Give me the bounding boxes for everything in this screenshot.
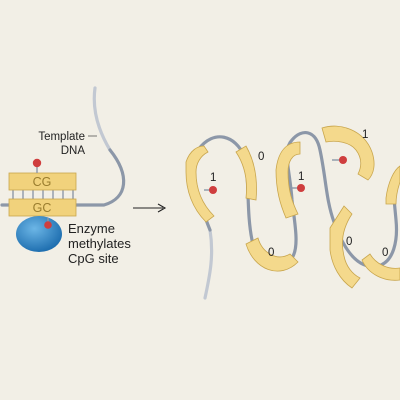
template-strand-fade — [92, 86, 112, 152]
template-label-line1: Template — [38, 131, 85, 143]
cg-label: CG — [33, 175, 52, 189]
methyl-marker-2 — [297, 184, 305, 192]
bit-label: 1 — [362, 129, 368, 141]
methyl-group-enzyme — [44, 221, 52, 229]
enzyme-blob — [16, 216, 62, 252]
cg-strand-block — [8, 172, 77, 191]
process-arrow — [133, 203, 167, 213]
enzyme-label-line1: Enzyme — [68, 221, 115, 236]
bit-label: 1 — [210, 172, 216, 184]
methyl-markers — [204, 156, 347, 194]
gc-strand-block — [8, 198, 77, 217]
segment-1 — [185, 145, 215, 223]
segment-3 — [245, 237, 299, 272]
folded-dna-panel: 1 0 1 0 1 0 0 — [185, 125, 400, 300]
segment-4 — [275, 141, 301, 219]
gc-label: GC — [33, 201, 52, 215]
enzyme-label-line3: CpG site — [68, 251, 119, 266]
methyl-marker-1 — [209, 186, 217, 194]
bit-label: 0 — [268, 247, 274, 259]
template-label-line2: DNA — [61, 145, 86, 157]
folded-strand-tail — [203, 228, 214, 300]
segment-6 — [329, 205, 361, 289]
methyl-marker-3 — [339, 156, 347, 164]
bit-label: 0 — [346, 236, 352, 248]
segment-5 — [321, 125, 375, 181]
segment-7 — [385, 165, 400, 205]
segment-8 — [361, 253, 400, 281]
base-pair-rungs — [12, 190, 74, 200]
bit-label: 0 — [382, 247, 388, 259]
enzyme-label-line2: methylates — [68, 236, 131, 251]
template-dna-panel: CG GC Template DNA Enzyme methylates CpG… — [0, 86, 131, 266]
segment-2 — [235, 145, 257, 201]
bit-label: 0 — [258, 151, 264, 163]
bit-label: 1 — [298, 171, 304, 183]
template-strand — [0, 148, 126, 207]
methyl-group-template — [32, 158, 42, 168]
